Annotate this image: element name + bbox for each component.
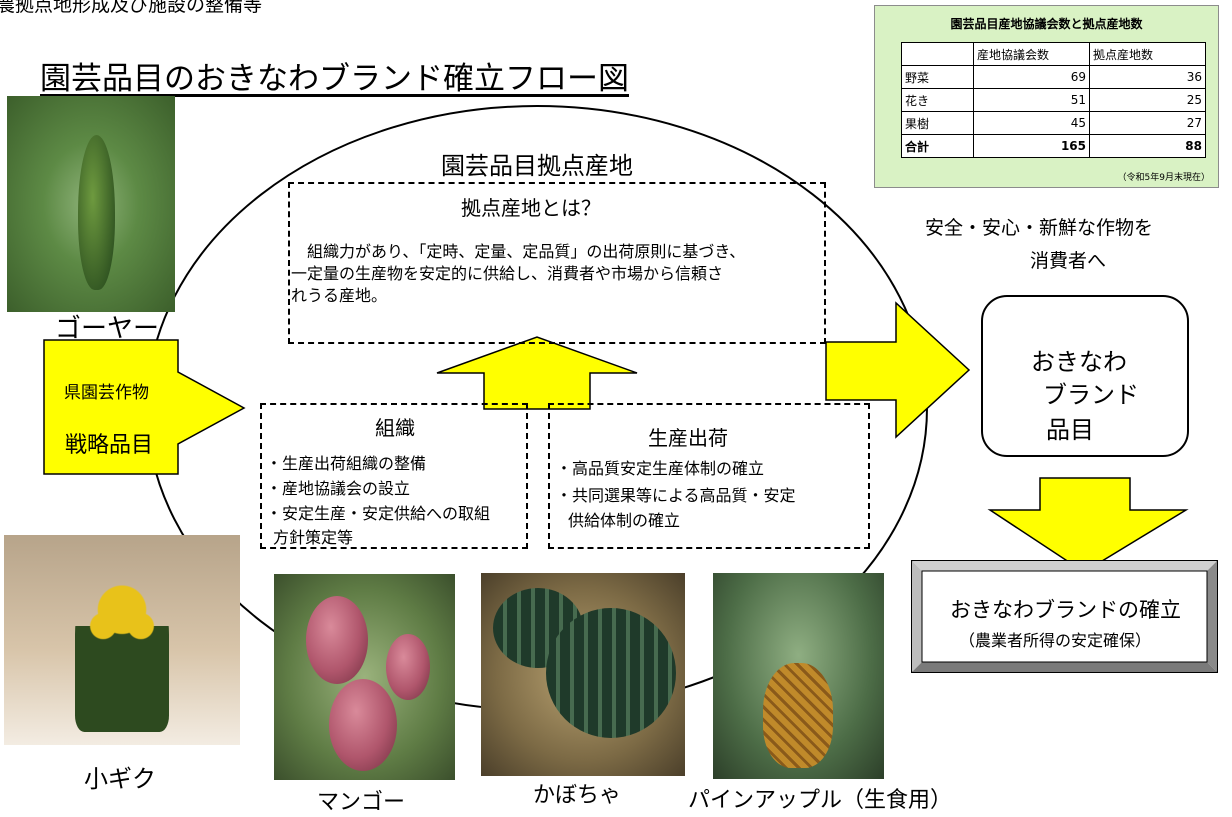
kabocha-label: かぼちゃ	[533, 783, 622, 808]
establish-line-1: おきなわブランドの確立	[950, 598, 1181, 622]
table-header-cell: 産地協議会数	[973, 42, 1090, 66]
definition-heading: 拠点産地とは？	[461, 196, 601, 220]
table-cell: 27	[1089, 111, 1206, 135]
table-cell: 88	[1089, 134, 1206, 158]
mango-photo	[274, 574, 455, 780]
ellipse-title: 園芸品目拠点産地	[441, 152, 633, 180]
organization-line-4: 方針策定等	[273, 528, 354, 547]
table-cell: 165	[973, 134, 1090, 158]
table-header-cell	[901, 42, 974, 66]
table-cell: 36	[1089, 65, 1206, 89]
header-fragment: 農拠点地形成及び施設の整備等	[0, 0, 263, 16]
right-arrow	[825, 301, 971, 439]
definition-line-3: れうる産地。	[291, 286, 388, 305]
table-row-label: 合計	[901, 134, 974, 158]
brand-item-line-2: ブランド	[1043, 381, 1139, 409]
definition-box	[288, 182, 826, 344]
brand-item-line-1: おきなわ	[1031, 348, 1127, 376]
stats-table-note: （令和5年9月末現在）	[1117, 173, 1210, 183]
shipping-line-3: 供給体制の確立	[568, 511, 681, 530]
shipping-line-1: ・高品質安定生産体制の確立	[556, 459, 765, 478]
kabocha-photo	[481, 573, 685, 776]
stats-table-panel: 園芸品目産地協議会数と拠点産地数 産地協議会数 拠点産地数 野菜 69 36 花…	[874, 5, 1219, 188]
table-header-cell: 拠点産地数	[1089, 42, 1206, 66]
kogiku-photo	[4, 535, 240, 745]
organization-heading: 組織	[375, 416, 415, 440]
table-header-row: 産地協議会数 拠点産地数	[901, 42, 1206, 66]
definition-line-1: 組織力があり、「定時、定量、定品質」の出荷原則に基づき、	[307, 242, 746, 261]
pineapple-label: パインアップル（生食用）	[688, 788, 953, 813]
table-cell: 45	[973, 111, 1090, 135]
strategy-line-2: 戦略品目	[65, 433, 154, 458]
down-arrow	[987, 477, 1189, 573]
organization-line-3: ・安定生産・安定供給への取組	[266, 504, 491, 523]
definition-line-2: 一定量の生産物を安定的に供給し、消費者や市場から信頼さ	[291, 264, 724, 283]
brand-item-line-3: 品目	[1046, 416, 1094, 444]
shipping-line-2: ・共同選果等による高品質・安定	[556, 486, 796, 505]
table-row: 野菜 69 36	[901, 65, 1206, 89]
goya-label: ゴーヤー	[55, 314, 160, 344]
kogiku-label: 小ギク	[84, 765, 156, 793]
strategy-arrow	[43, 339, 246, 475]
table-cell: 25	[1089, 88, 1206, 112]
pineapple-photo	[713, 573, 884, 779]
consumer-line-1: 安全・安心・新鮮な作物を	[925, 217, 1154, 239]
shipping-box	[548, 403, 870, 549]
consumer-line-2: 消費者へ	[1030, 250, 1107, 272]
stats-table: 産地協議会数 拠点産地数 野菜 69 36 花き 51 25 果樹 45 27 …	[901, 42, 1206, 158]
shipping-heading: 生産出荷	[648, 426, 728, 450]
stats-table-title: 園芸品目産地協議会数と拠点産地数	[950, 17, 1143, 31]
table-total-row: 合計 165 88	[901, 134, 1206, 158]
table-row-label: 果樹	[901, 111, 974, 135]
strategy-line-1: 県園芸作物	[64, 383, 149, 403]
table-row-label: 花き	[901, 88, 974, 112]
table-cell: 51	[973, 88, 1090, 112]
up-arrow	[436, 336, 638, 410]
mango-label: マンゴー	[317, 790, 406, 815]
goya-photo	[7, 96, 175, 312]
table-cell: 69	[973, 65, 1090, 89]
organization-box	[260, 403, 528, 549]
table-row: 花き 51 25	[901, 88, 1206, 112]
page-title: 園芸品目のおきなわブランド確立フロー図	[40, 61, 629, 97]
establish-line-2: （農業者所得の安定確保）	[959, 631, 1152, 650]
organization-line-2: ・産地協議会の設立	[266, 479, 411, 498]
organization-line-1: ・生産出荷組織の整備	[266, 454, 427, 473]
table-row: 果樹 45 27	[901, 111, 1206, 135]
table-row-label: 野菜	[901, 65, 974, 89]
brand-item-box	[981, 295, 1189, 457]
